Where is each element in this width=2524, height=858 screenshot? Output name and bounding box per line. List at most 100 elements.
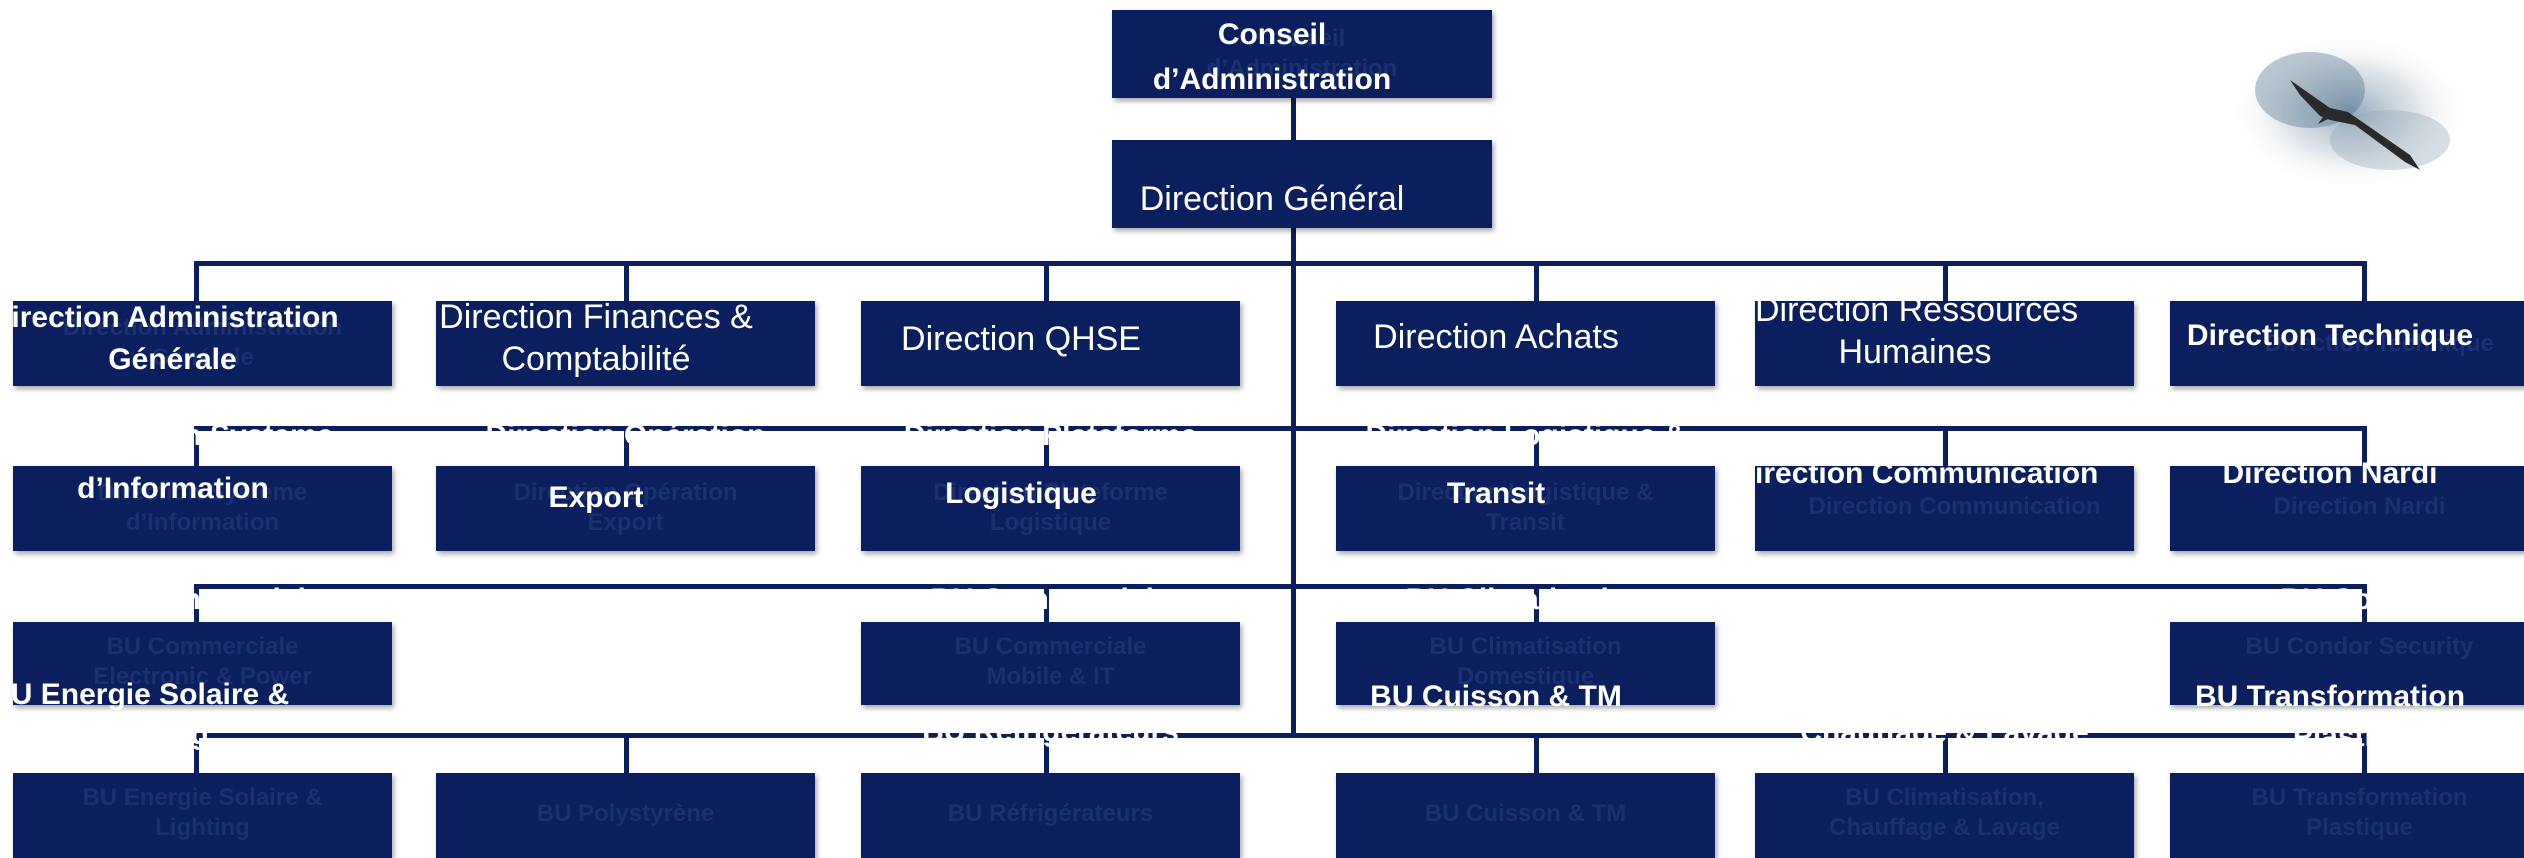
connector-drop [194, 584, 199, 622]
node-label: irection Administration [11, 301, 339, 334]
node-label: Direction Général [1139, 180, 1405, 218]
node-label: Générale [108, 343, 237, 376]
node-label: d’Administration [1152, 63, 1392, 96]
node-ghost-text: BU Energie Solaire & [82, 784, 323, 811]
node-label-above: Direction Logistique & [1365, 419, 1686, 452]
node-direction-plateforme: Direction Plateforme Logistique [861, 466, 1240, 551]
node-label: d’Information [77, 472, 269, 505]
node-ghost-text: Direction Plateforme [933, 479, 1168, 506]
node-direction-qhse [861, 301, 1240, 386]
node-label: Logistique [945, 477, 1097, 510]
node-direction-communication: Direction Communication [1755, 466, 2134, 551]
node-direction-administration: Direction Administration Générale [13, 301, 392, 386]
node-ghost-text: d’Information [125, 509, 280, 536]
node-ghost-text: Direction Systeme [97, 479, 308, 506]
connector-bar-row2 [194, 426, 2367, 431]
node-direction-general [1112, 140, 1492, 228]
connector-drop [1943, 733, 1948, 773]
node-bu-polystyrene: BU Polystyrène [436, 773, 815, 858]
node-direction-finances [436, 301, 815, 386]
node-label-above: Direction Plateforme [903, 419, 1198, 452]
node-label: Direction Ressources [1755, 291, 2079, 329]
node-label: irection Communication [1755, 457, 2099, 490]
node-label: Transit [1446, 477, 1546, 510]
node-ghost-text: Lighting [155, 814, 250, 841]
node-label: Direction Technique [2186, 319, 2474, 352]
connector-drop [1044, 261, 1049, 301]
node-direction-operation-export: Direction Opération Export [436, 466, 815, 551]
node-ghost-text: Chauffage & Lavage [1829, 814, 2060, 841]
node-label: Export [548, 481, 644, 514]
node-ghost-text: BU Transformation [2251, 784, 2468, 811]
node-label: Conseil [1217, 18, 1327, 51]
connector-drop [624, 733, 629, 773]
connector-bar-row1 [194, 261, 2367, 266]
node-ghost-text: BU Cuisson & TM [1424, 800, 1627, 827]
node-bu-electronic-power: BU Commerciale Electronic & Power [13, 622, 392, 705]
node-direction-technique: Direction Technique [2170, 301, 2524, 386]
node-ghost-text: Plastique [2306, 814, 2413, 841]
node-ghost-text: Logistique [989, 509, 1112, 536]
node-ghost-text: d’Administration [1206, 55, 1398, 82]
connector-drop [1943, 426, 1948, 466]
node-ghost-text: BU Polystyrène [536, 800, 715, 827]
node-label: Comptabilité [501, 340, 691, 378]
connector-drop [1534, 584, 1539, 622]
node-label: BU Cuisson & TM [1370, 680, 1622, 713]
connector-drop [624, 261, 629, 301]
node-label: BU Réfrigérateurs [922, 715, 1179, 748]
node-direction-achats [1336, 301, 1715, 386]
node-ghost-text: BU Commerciale [106, 633, 299, 660]
node-ghost-text: Electronic & Power [93, 663, 312, 690]
node-label-above: BU Commerciale [930, 583, 1171, 616]
node-bu-transformation-plastique: BU Transformation Plastique [2170, 773, 2524, 858]
connector-drop [1534, 426, 1539, 466]
node-ghost-text: Conseil [1258, 25, 1346, 52]
node-direction-logistique: Direction Logistique & Transit [1336, 466, 1715, 551]
connector-drop [2362, 261, 2367, 301]
connector-drop [2362, 733, 2367, 773]
node-bu-chauffage-lavage: BU Climatisation, Chauffage & Lavage [1755, 773, 2134, 858]
eagle-logo [2230, 34, 2470, 190]
node-label: Plastique [2292, 720, 2427, 753]
node-label-above: Direction Opération [485, 419, 766, 452]
node-bu-climatisation-domestique: BU Climatisation Domestique [1336, 622, 1715, 705]
node-ghost-text: BU Commerciale [954, 633, 1147, 660]
node-label: Direction Finances & [439, 298, 753, 336]
node-label-above: BU Condor [2280, 583, 2439, 616]
node-label: Direction Nardi [2222, 457, 2438, 490]
node-bu-mobile-it: BU Commerciale Mobile & IT [861, 622, 1240, 705]
node-ghost-text: Direction Communication [1808, 493, 2101, 520]
connector-bar-row4 [194, 733, 2367, 738]
node-label: Lighting [90, 718, 210, 751]
connector-drop [1943, 261, 1948, 301]
connector-root [1291, 98, 1296, 140]
node-label: U Energie Solaire & [10, 678, 290, 711]
node-ghost-text: Direction Opération [513, 479, 738, 506]
node-direction-nardi: Direction Nardi [2170, 466, 2524, 551]
connector-drop [1044, 584, 1049, 622]
node-ghost-text: BU Réfrigérateurs [947, 800, 1154, 827]
node-direction-rh [1755, 301, 2134, 386]
node-label: Direction Achats [1373, 318, 1619, 356]
node-bu-energie-solaire: BU Energie Solaire & Lighting [13, 773, 392, 858]
node-ghost-text: Générale [151, 344, 254, 371]
node-label: BU Transformation [2194, 680, 2466, 713]
connector-drop [2362, 426, 2367, 466]
connector-drop [1044, 733, 1049, 773]
connector-drop [194, 426, 199, 466]
node-ghost-text: Domestique [1456, 663, 1595, 690]
connector-drop [624, 426, 629, 466]
node-bu-cuisson: BU Cuisson & TM [1336, 773, 1715, 858]
node-ghost-text: Transit [1486, 509, 1565, 536]
node-label: Direction QHSE [901, 320, 1141, 358]
node-label-above: BU Commerciale [82, 583, 323, 616]
connector-bar-row3 [194, 584, 2367, 589]
node-bu-refrigerateurs: BU Réfrigérateurs [861, 773, 1240, 858]
node-ghost-text: BU Climatisation, [1845, 784, 2044, 811]
connector-drop [1044, 426, 1049, 466]
connector-drop [1534, 261, 1539, 301]
node-label-above: BU Climatisation [1405, 583, 1646, 616]
connector-drop [1534, 733, 1539, 773]
